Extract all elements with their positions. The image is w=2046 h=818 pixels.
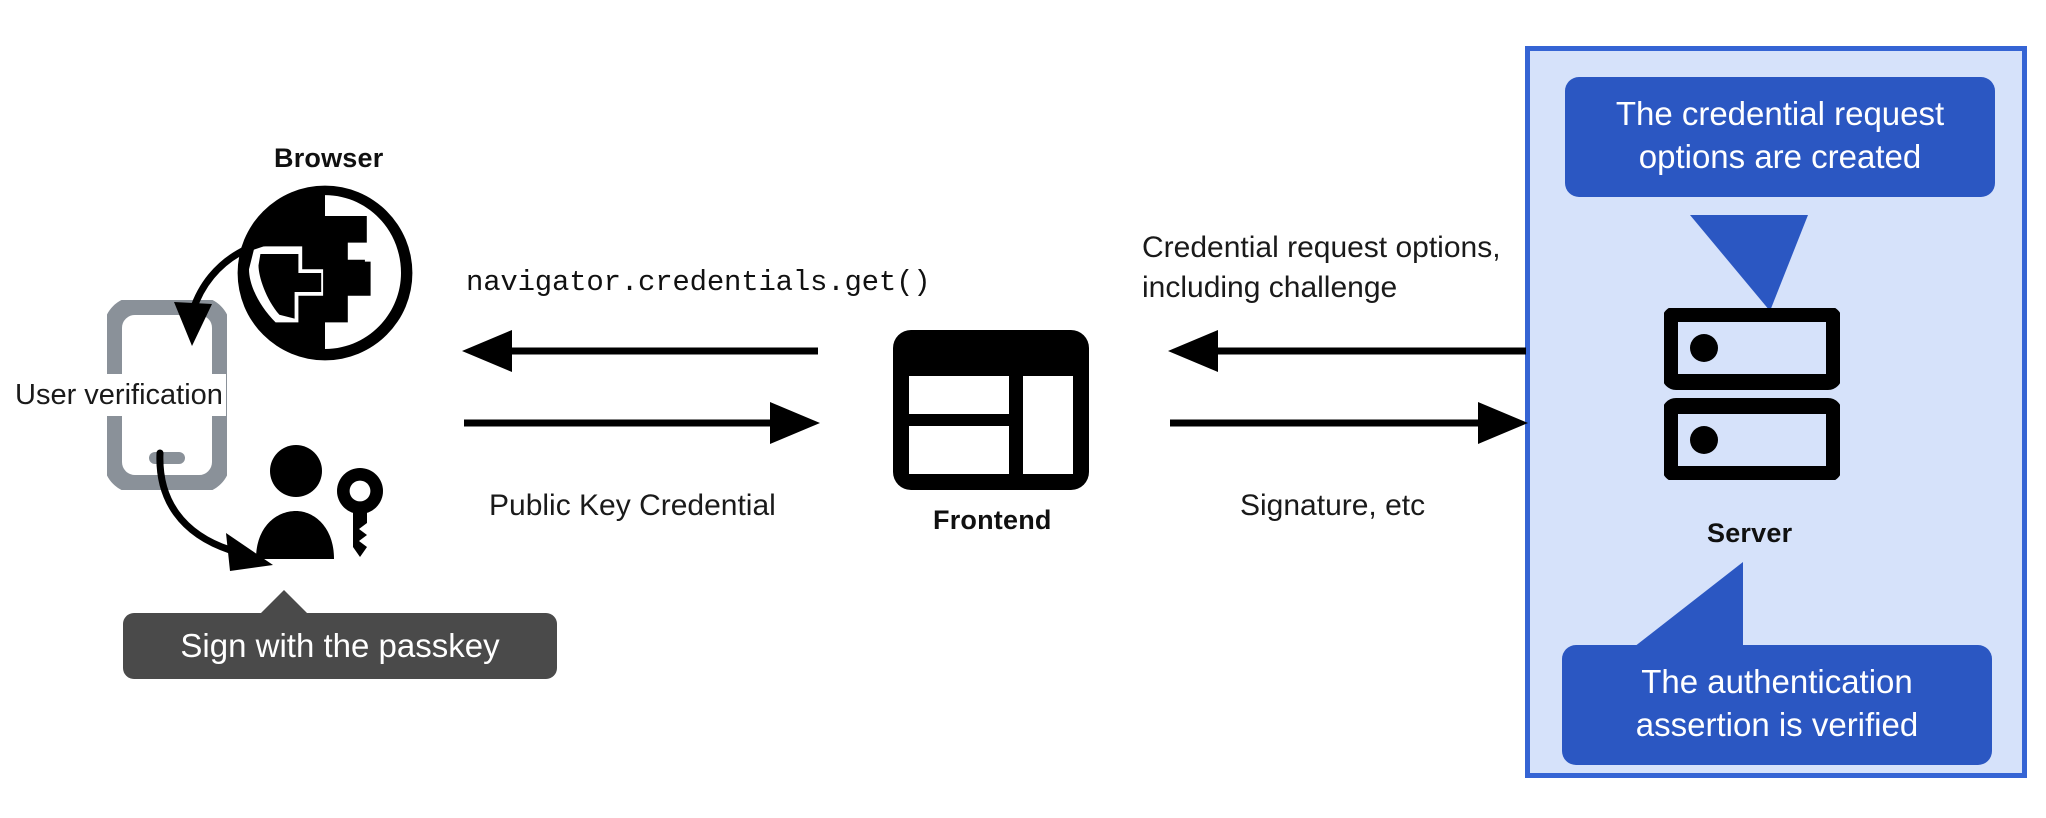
arrow-browser-to-frontend bbox=[464, 402, 820, 444]
globe-icon bbox=[237, 185, 413, 361]
arrow-frontend-to-browser bbox=[462, 330, 818, 372]
server-label: Server bbox=[1707, 518, 1793, 548]
frontend-label: Frontend bbox=[933, 505, 1052, 535]
server-callout-bottom: The authentication assertion is verified bbox=[1562, 645, 1992, 765]
user-verification-label: User verification bbox=[12, 374, 226, 417]
browser-label: Browser bbox=[274, 143, 384, 173]
arrow-phone-to-user bbox=[156, 449, 273, 571]
server-rack-icon bbox=[1664, 308, 1840, 480]
callout-top-tail bbox=[1690, 215, 1808, 311]
server-callout-top-text: The credential request options are creat… bbox=[1615, 95, 1945, 175]
flow-label-navigator-get: navigator.credentials.get() bbox=[466, 266, 931, 299]
sign-with-passkey-text: Sign with the passkey bbox=[180, 627, 500, 664]
callout-bottom-tail bbox=[1625, 562, 1743, 654]
flow-label-line-2: including challenge bbox=[1142, 270, 1398, 304]
flow-label-credential-request-options: Credential request options, including ch… bbox=[1142, 228, 1501, 307]
arrow-server-to-frontend bbox=[1168, 330, 1526, 372]
flow-label-signature-etc: Signature, etc bbox=[1240, 489, 1426, 522]
flow-label-public-key-credential: Public Key Credential bbox=[489, 489, 776, 522]
arrow-frontend-to-server bbox=[1170, 402, 1528, 444]
flow-label-line-1: Credential request options, bbox=[1142, 231, 1501, 264]
sign-with-passkey-tooltip: Sign with the passkey bbox=[123, 613, 557, 679]
server-callout-top: The credential request options are creat… bbox=[1565, 77, 1995, 197]
person-with-key-icon bbox=[256, 445, 383, 559]
server-callout-bottom-text: The authentication assertion is verified bbox=[1635, 663, 1919, 743]
arrow-browser-to-phone bbox=[174, 235, 309, 346]
browser-window-icon bbox=[893, 330, 1089, 490]
